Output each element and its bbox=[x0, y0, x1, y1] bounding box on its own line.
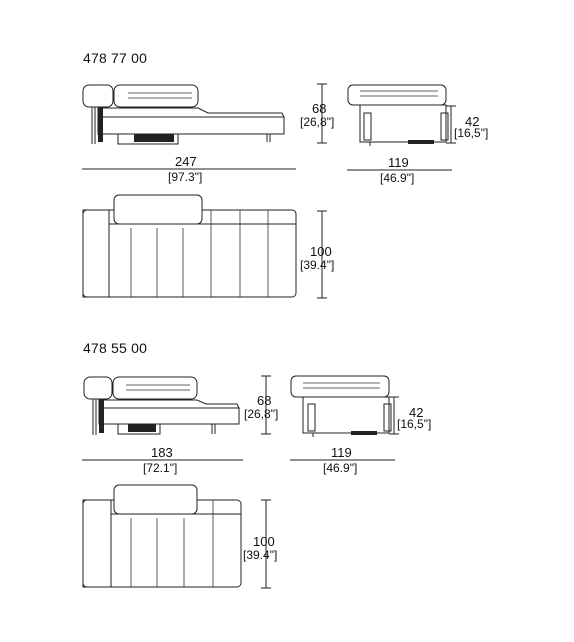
depth-dimension: 119 [46.9"] bbox=[290, 445, 395, 475]
side-view-drawing bbox=[82, 84, 285, 145]
top-depth-in: [39.4"] bbox=[300, 258, 334, 272]
seat-cm: 42 bbox=[409, 405, 423, 420]
top-depth-in: [39.4"] bbox=[243, 548, 277, 562]
width-in: [72.1"] bbox=[143, 461, 177, 475]
width-in: [97.3"] bbox=[168, 170, 202, 184]
depth-dimension: 119 [46.9"] bbox=[347, 155, 452, 185]
height-in: [26,8"] bbox=[244, 407, 278, 421]
height-dimension: 68 [26,8"] bbox=[244, 375, 278, 435]
depth-in: [46.9"] bbox=[380, 171, 414, 185]
height-cm: 68 bbox=[257, 393, 271, 408]
height-dimension: 68 [26,8"] bbox=[300, 83, 334, 144]
depth-in: [46.9"] bbox=[323, 461, 357, 475]
depth-cm: 119 bbox=[331, 445, 352, 460]
depth-cm: 119 bbox=[388, 155, 409, 170]
model-code: 478 77 00 bbox=[83, 50, 148, 66]
side-view-drawing bbox=[83, 376, 240, 435]
top-depth-dimension: 100 [39.4"] bbox=[300, 210, 334, 299]
top-depth-dimension: 100 [39.4"] bbox=[243, 499, 277, 589]
seat-in: [16,5"] bbox=[454, 126, 488, 140]
height-in: [26,8"] bbox=[300, 115, 334, 129]
front-view-drawing bbox=[347, 84, 449, 146]
seat-in: [16,5"] bbox=[397, 417, 431, 431]
front-view-drawing bbox=[290, 375, 392, 437]
height-cm: 68 bbox=[312, 101, 326, 116]
width-dimension: 183 [72.1"] bbox=[82, 445, 243, 475]
top-view-drawing bbox=[82, 194, 297, 298]
width-dimension: 247 [97.3"] bbox=[82, 154, 296, 184]
top-view-drawing bbox=[82, 484, 242, 588]
seat-height-dimension: 42 [16,5"] bbox=[446, 105, 488, 144]
top-depth-cm: 100 bbox=[310, 244, 332, 259]
width-cm: 183 bbox=[151, 445, 173, 460]
seat-height-dimension: 42 [16,5"] bbox=[389, 396, 431, 435]
top-depth-cm: 100 bbox=[253, 534, 275, 549]
width-cm: 247 bbox=[175, 154, 197, 169]
seat-cm: 42 bbox=[465, 114, 479, 129]
model-code: 478 55 00 bbox=[83, 340, 148, 356]
